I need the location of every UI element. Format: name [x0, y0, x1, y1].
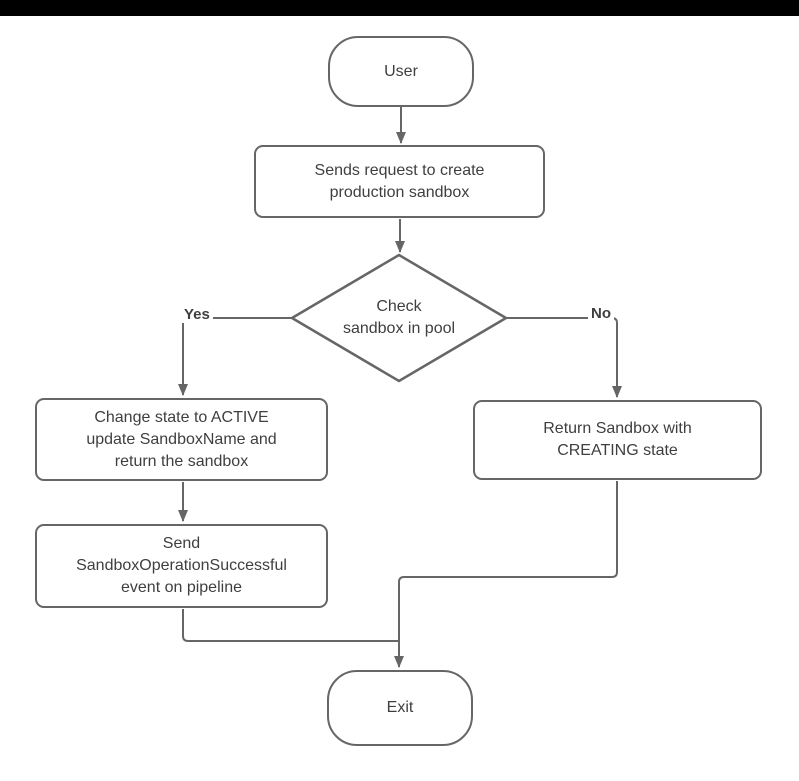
- flow-node-return-sandbox: Return Sandbox with CREATING state: [473, 400, 762, 480]
- flow-node-change-state: Change state to ACTIVE update SandboxNam…: [35, 398, 328, 481]
- edge-label-yes: Yes: [181, 307, 213, 323]
- edge-label-no: No: [588, 306, 614, 322]
- edge-return-sandbox-to-exit: [394, 481, 618, 668]
- flow-node-send-event: Send SandboxOperationSuccessful event on…: [35, 524, 328, 608]
- flow-node-user: User: [328, 36, 474, 107]
- flow-node-user-label: User: [384, 62, 418, 80]
- edge-check-pool-yes-to-change-state: [178, 317, 292, 396]
- flow-node-exit: Exit: [327, 670, 473, 746]
- decision-diamond-shape: [290, 253, 508, 383]
- top-black-bar: [0, 0, 799, 16]
- flow-node-send-request: Sends request to create production sandb…: [254, 145, 545, 218]
- flow-node-check-pool-label: Check sandbox in pool: [342, 298, 456, 337]
- edge-check-pool-no-to-return-sandbox: [506, 317, 622, 398]
- flow-node-change-state-label: Change state to ACTIVE update SandboxNam…: [86, 408, 277, 470]
- edge-send-event-to-merge: [182, 609, 399, 642]
- flow-node-return-sandbox-label: Return Sandbox with CREATING state: [543, 420, 692, 459]
- flow-node-check-pool: Check sandbox in pool: [292, 255, 506, 381]
- flow-node-exit-label: Exit: [386, 699, 414, 716]
- flow-node-send-request-label: Sends request to create production sandb…: [314, 161, 485, 201]
- flow-node-send-event-label: Send SandboxOperationSuccessful event on…: [76, 535, 287, 596]
